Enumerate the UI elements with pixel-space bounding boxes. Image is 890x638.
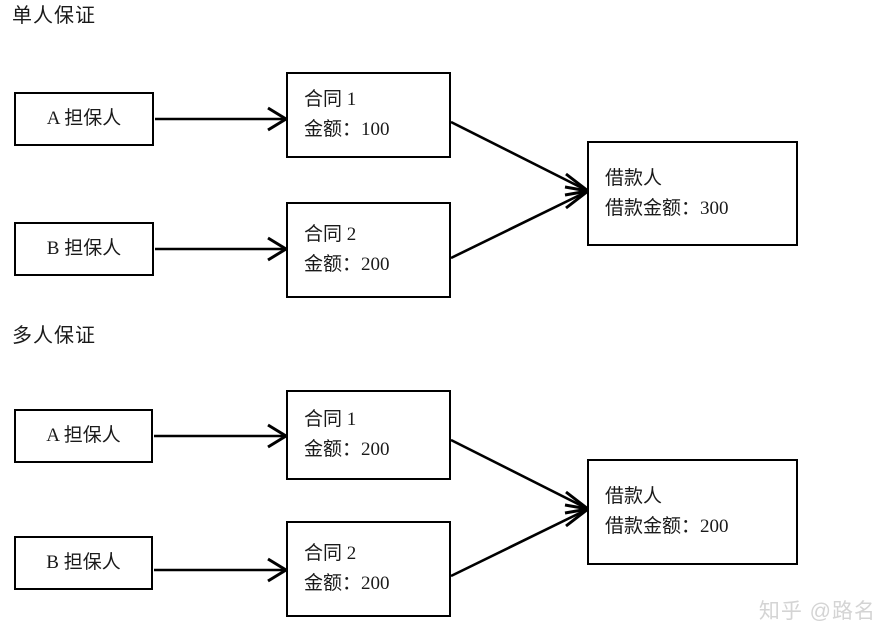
node-guarantor-b-bottom[interactable]: B 担保人 [14, 536, 153, 590]
arrow-guarantor-b-to-contract2-bottom [154, 557, 289, 583]
arrow-guarantor-a-to-contract1-bottom [154, 423, 289, 449]
node-contract-1-top[interactable]: 合同 1 金额：100 [286, 72, 451, 158]
contract-name: 合同 1 [304, 89, 357, 110]
arrow-contract2-to-borrower-bottom [450, 503, 592, 578]
node-label: B 担保人 [46, 238, 122, 259]
node-label: A 担保人 [46, 425, 121, 446]
arrow-contract1-to-borrower-bottom [450, 438, 592, 515]
node-guarantor-b-top[interactable]: B 担保人 [14, 222, 154, 276]
contract-name: 合同 2 [304, 543, 357, 564]
contract-amount: 金额：100 [304, 119, 390, 140]
node-label: A 担保人 [46, 108, 122, 129]
arrow-contract1-to-borrower-top [450, 120, 592, 197]
borrower-amount: 借款金额：200 [605, 516, 729, 537]
watermark-zhihu: 知乎 @路名 [758, 600, 876, 623]
section-title-single-guarantee: 单人保证 [12, 5, 96, 27]
section-title-multi-guarantee: 多人保证 [12, 325, 96, 347]
contract-name: 合同 2 [304, 224, 357, 245]
node-label: B 担保人 [46, 552, 121, 573]
node-contract-2-bottom[interactable]: 合同 2 金额：200 [286, 521, 451, 617]
contract-amount: 金额：200 [304, 573, 390, 594]
arrow-guarantor-a-to-contract1-top [155, 106, 289, 132]
contract-amount: 金额：200 [304, 254, 390, 275]
borrower-name: 借款人 [605, 167, 663, 189]
node-borrower-top[interactable]: 借款人 借款金额：300 [587, 141, 798, 246]
node-borrower-bottom[interactable]: 借款人 借款金额：200 [587, 459, 798, 565]
node-guarantor-a-top[interactable]: A 担保人 [14, 92, 154, 146]
node-contract-2-top[interactable]: 合同 2 金额：200 [286, 202, 451, 298]
contract-amount: 金额：200 [304, 439, 390, 460]
arrow-guarantor-b-to-contract2-top [155, 236, 289, 262]
contract-name: 合同 1 [304, 409, 357, 430]
borrower-amount: 借款金额：300 [605, 197, 729, 219]
arrow-contract2-to-borrower-top [450, 185, 592, 260]
borrower-name: 借款人 [605, 486, 663, 507]
node-guarantor-a-bottom[interactable]: A 担保人 [14, 409, 153, 463]
node-contract-1-bottom[interactable]: 合同 1 金额：200 [286, 390, 451, 480]
